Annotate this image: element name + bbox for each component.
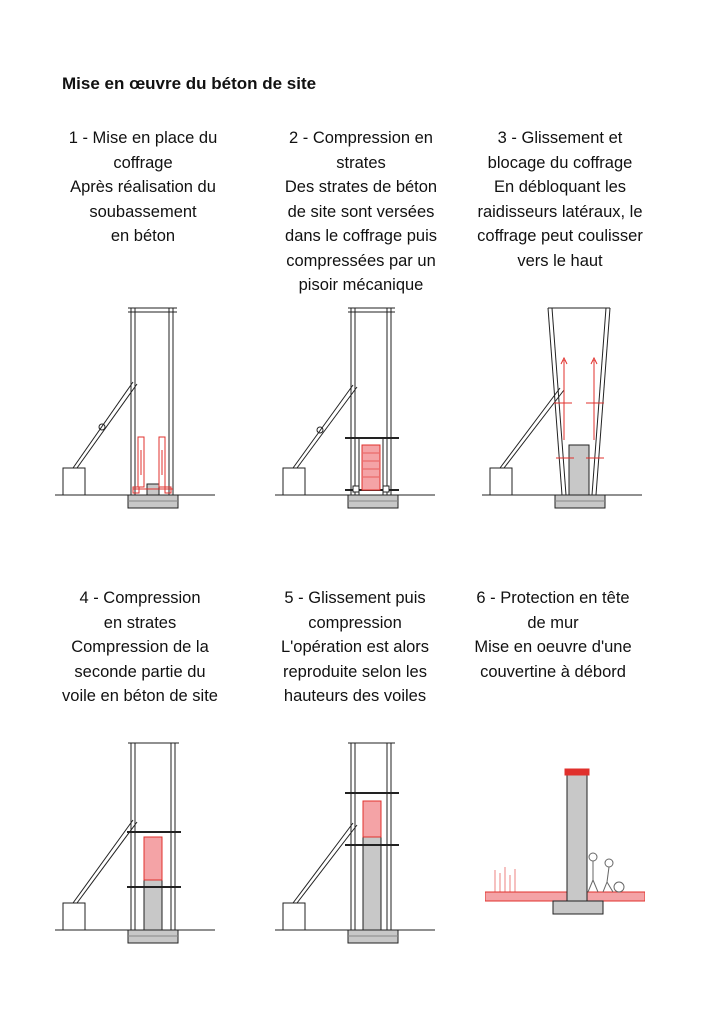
diagonal-brace: [72, 381, 134, 469]
step-3-heading-line-1: 3 - Glissement et: [497, 129, 623, 147]
step-1-illustration: [55, 300, 215, 515]
step-6-heading-line-2: de mur: [527, 613, 579, 632]
step-4-caption: 4 - Compression en strates Compression d…: [40, 586, 240, 709]
step-5-heading-line-1: 5 - Glissement puis: [284, 589, 426, 607]
step-2-heading-line-1: 2 - Compression en: [289, 129, 433, 147]
step-6-heading-line-1: 6 - Protection en tête: [476, 589, 630, 607]
anchor-block: [489, 467, 513, 496]
step-3-body-line-2: raidisseurs latéraux, le: [477, 202, 643, 221]
step-4-illustration: [55, 735, 215, 950]
step-3-body-line-3: coffrage peut coulisser: [477, 227, 643, 245]
step-4-heading-line-1: 4 - Compression: [79, 589, 201, 607]
diagonal-brace: [72, 819, 134, 904]
step-2-heading-line-2: strates: [336, 153, 386, 172]
step-5-heading-line-2: compression: [308, 613, 402, 632]
step-2-caption: 2 - Compression en strates Des strates d…: [261, 126, 461, 298]
step-5-illustration: [275, 735, 435, 950]
anchor-block: [282, 902, 306, 931]
step-5-caption: 5 - Glissement puis compression L'opérat…: [255, 586, 455, 709]
step-1-body-line-2: soubassement: [89, 202, 197, 221]
step-5-body-line-1: L'opération est alors: [280, 638, 430, 656]
rammed-earth-layer: [362, 800, 382, 838]
step-2-body-line-5: pisoir mécanique: [298, 276, 424, 294]
children-figures: [587, 852, 625, 893]
step-4-body-line-1: Compression de la: [71, 638, 209, 656]
step-1-body-line-1: Après réalisation du: [70, 178, 216, 196]
step-6-caption: 6 - Protection en tête de mur Mise en oe…: [453, 586, 653, 684]
formwork-panel-right: [158, 436, 166, 488]
step-4-body-line-2: seconde partie du: [74, 662, 206, 681]
anchor-block: [62, 467, 86, 496]
step-1-caption: 1 - Mise en place du coffrage Après réal…: [43, 126, 243, 249]
step-4-heading-line-2: en strates: [103, 613, 177, 632]
step-2-body-line-4: compressées par un: [286, 251, 436, 270]
formwork-panel-left: [137, 436, 145, 488]
concrete-footing: [552, 900, 604, 915]
step-3-caption: 3 - Glissement et blocage du coffrage En…: [460, 126, 660, 273]
page-title: Mise en œuvre du béton de site: [62, 74, 317, 93]
diagonal-brace: [499, 387, 561, 469]
step-6-illustration: [485, 765, 645, 930]
coping-cap: [564, 768, 590, 776]
gravel-band: [485, 891, 645, 902]
step-3-heading-line-2: blocage du coffrage: [487, 153, 633, 172]
upright-right: [591, 307, 607, 496]
step-5-body-line-3: hauteurs des voiles: [283, 687, 427, 705]
step-2-illustration: [275, 300, 435, 515]
step-3-illustration: [482, 300, 642, 515]
diagonal-brace: [292, 384, 354, 469]
rammed-earth-wall: [566, 772, 588, 902]
diagonal-brace: [292, 822, 354, 904]
anchor-block: [282, 467, 306, 496]
step-2-body-line-3: dans le coffrage puis: [285, 227, 437, 245]
rammed-earth-wall: [362, 836, 382, 931]
step-6-body-line-2: couvertine à débord: [480, 662, 626, 681]
rammed-earth-wall: [568, 444, 590, 496]
step-1-heading-line-2: coffrage: [113, 153, 173, 172]
step-3-body-line-1: En débloquant les: [493, 178, 627, 196]
step-1-body-line-3: en béton: [110, 227, 176, 245]
step-1-heading-line-1: 1 - Mise en place du: [68, 129, 218, 147]
step-2-body-line-1: Des strates de béton: [284, 178, 438, 196]
anchor-block: [62, 902, 86, 931]
plants: [494, 867, 516, 892]
step-3-body-line-4: vers le haut: [517, 251, 603, 270]
rammed-earth-layer: [143, 836, 163, 881]
step-6-body-line-1: Mise en oeuvre d'une: [474, 638, 632, 656]
rammed-earth-layer: [361, 444, 381, 491]
step-4-body-line-3: voile en béton de site: [62, 687, 218, 705]
step-2-body-line-2: de site sont versées: [287, 202, 435, 221]
step-5-body-line-2: reproduite selon les: [282, 662, 427, 681]
